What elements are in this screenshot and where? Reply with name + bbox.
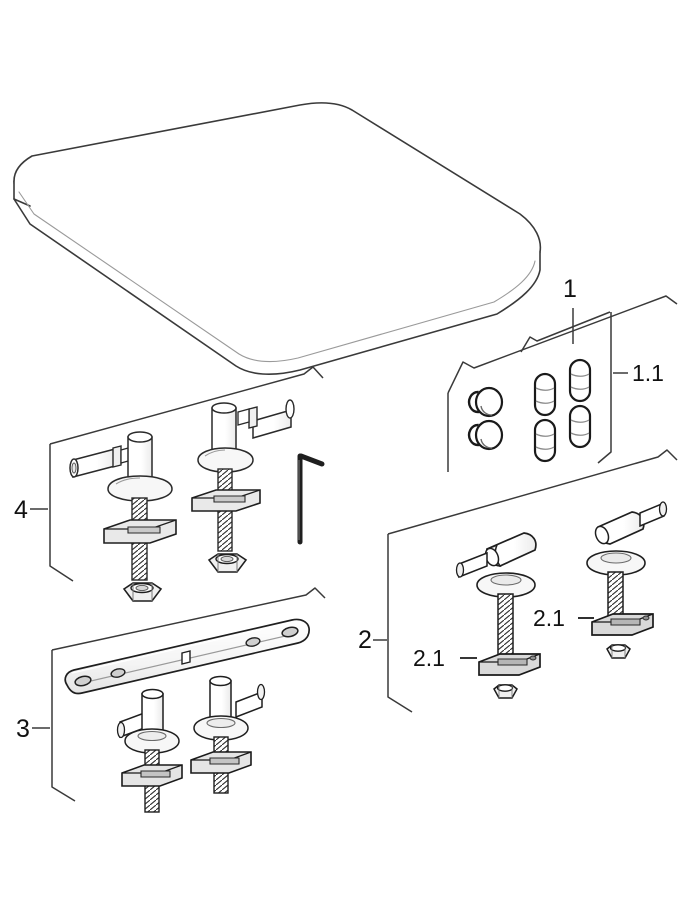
toilet-seat-lid <box>13 102 542 375</box>
hinge-pin <box>639 501 668 528</box>
callout-1-bracket <box>447 295 678 472</box>
hex-nut <box>122 582 163 602</box>
callout-3-label: 3 <box>16 715 30 743</box>
hinge-washer <box>197 447 254 473</box>
hinge-post <box>141 688 164 734</box>
soft-close-hinge-2b <box>586 501 668 659</box>
clamp-plate <box>103 519 177 544</box>
clamp-plate <box>191 489 261 512</box>
hinge-washer <box>107 475 173 502</box>
round-buffer-2 <box>467 419 504 451</box>
hinge-pin <box>237 399 295 439</box>
callout-4-label: 4 <box>14 496 28 524</box>
hinge-washer <box>476 572 536 598</box>
hex-key-icon <box>297 453 325 545</box>
hinge-washer <box>586 550 646 576</box>
mounting-bar <box>64 618 310 695</box>
hinge-post <box>209 675 232 721</box>
callout-1-label: 1 <box>563 275 577 303</box>
hinge-post <box>127 431 153 482</box>
callout-2-1-label-b: 2.1 <box>533 605 565 631</box>
hinge-washer <box>124 728 180 754</box>
threaded-shaft <box>497 593 514 657</box>
damper-body <box>594 511 645 545</box>
hex-nut <box>207 553 248 573</box>
capsule-pad-3 <box>533 418 557 463</box>
callout-4-bracket <box>49 366 324 582</box>
clamp-plate <box>121 764 183 787</box>
capsule-pad-4 <box>568 404 592 449</box>
hex-nut <box>493 684 518 699</box>
hinge-bolt-assembly-4a <box>69 431 177 602</box>
capsule-pad-1 <box>533 372 557 417</box>
capsule-pad-2 <box>568 358 592 403</box>
callout-2-bracket <box>387 449 678 713</box>
callout-3-bracket <box>51 587 326 802</box>
hex-nut <box>606 644 631 659</box>
clamp-plate-2-1 <box>478 653 541 676</box>
callout-2-label: 2 <box>358 626 372 654</box>
hinge-washer <box>193 715 249 741</box>
callout-1-1-bracket <box>520 311 612 464</box>
soft-close-hinge-2a <box>455 532 541 699</box>
clamp-plate-2-1 <box>591 613 654 636</box>
callout-2-1-label-a: 2.1 <box>413 645 445 671</box>
hinge-bolt-assembly-3b <box>190 675 266 794</box>
hinge-bolt-assembly-4b <box>191 399 295 573</box>
callout-1-1-label: 1.1 <box>632 360 664 386</box>
hinge-bolt-assembly-3a <box>116 688 183 813</box>
hinge-pin <box>455 551 488 579</box>
hinge-pin <box>235 683 266 719</box>
round-buffer-1 <box>467 386 504 418</box>
clamp-plate <box>190 751 252 774</box>
hinge-post <box>211 402 237 453</box>
